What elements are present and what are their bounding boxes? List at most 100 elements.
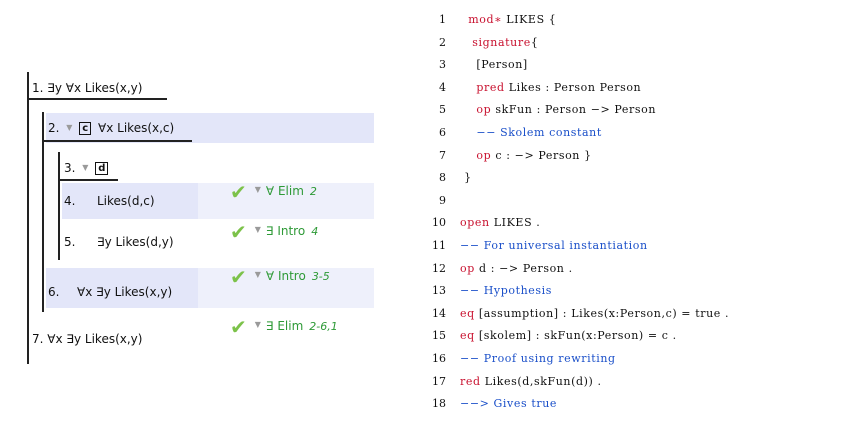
rule-name: ∃ Intro [265,224,306,238]
rule-dropdown-icon[interactable]: ▼ [254,320,261,329]
keyword: signature [460,35,531,49]
code-token: d : −> Person . [474,261,573,275]
keyword: eq [460,329,475,343]
code-token: } [460,171,472,185]
code-token: Likes : Person Person [504,80,642,94]
code-text: eq [assumption] : Likes(x:Person,c) = tr… [460,304,729,324]
line-number: 6. [48,285,60,299]
code-text: open LIKES . [460,213,540,233]
comment: −− Skolem constant [460,126,602,139]
rule-reference: 2-6,1 [309,320,338,333]
proof-formula-5[interactable]: ∃y Likes(d,y) [97,235,174,249]
rule-reference: 3-5 [311,270,330,283]
comment: −− For universal instantiation [460,239,648,252]
proof-line-4[interactable]: 4. [64,194,75,208]
rule-cell-4[interactable]: ✔ ▼ ∀ Elim 2 [230,182,317,202]
proof-line-5[interactable]: 5. [64,235,75,249]
rule-reference: 2 [309,185,317,198]
premise-bar-sub-3 [58,179,118,181]
keyword: op [460,261,475,275]
line-number: 5 [439,103,446,117]
line-number: 2. [48,121,60,135]
code-token: [skolem] : skFun(x:Person) = c . [474,329,677,343]
line-number: 4. [64,194,76,208]
boxed-constant: d [95,162,109,175]
line-number: 14 [432,306,446,320]
keyword: eq [460,306,475,320]
step-4-rule-highlight [198,183,374,219]
rule-cell-6[interactable]: ✔ ▼ ∀ Intro 3-5 [230,267,330,287]
check-icon: ✔ [230,180,247,204]
line-number: 7 [439,148,446,162]
code-token: [assumption] : Likes(x:Person,c) = true … [474,306,730,320]
formula: ∀x ∃y Likes(x,y) [47,332,143,346]
collapse-triangle-icon[interactable]: ▼ [66,123,73,132]
rule-name: ∃ Elim [265,319,304,333]
code-text: [Person] [460,55,528,75]
proof-formula-4[interactable]: Likes(d,c) [97,194,155,208]
proof-line-3[interactable]: 3. ▼ d [64,161,111,175]
code-text: eq [skolem] : skFun(x:Person) = c . [460,326,677,346]
line-number: 11 [432,239,446,252]
collapse-triangle-icon[interactable]: ▼ [82,163,89,172]
code-text: signature{ [460,33,538,53]
code-text: mod∗ LIKES { [460,10,556,30]
keyword: red [460,374,481,388]
code-token: skFun : Person −> Person [491,103,657,117]
keyword: op [460,148,492,162]
line-number: 7. [32,332,44,346]
code-text: op c : −> Person } [460,146,592,166]
rule-dropdown-icon[interactable]: ▼ [254,225,261,234]
comment: −−> Gives true [460,397,557,411]
step-6-highlight [46,268,198,308]
scope-line-main [27,72,29,364]
premise-bar-sub-2 [42,140,192,142]
line-number: 12 [432,261,446,275]
keyword: open [460,216,490,230]
line-number: 2 [439,35,446,49]
code-text: pred Likes : Person Person [460,78,641,98]
line-number: 4 [439,80,446,94]
proof-line-1[interactable]: 1. ∃y ∀x Likes(x,y) [32,81,142,95]
boxed-constant: c [79,122,92,135]
code-listing: 1 mod∗ LIKES {2 signature{3 [Person]4 pr… [420,0,859,432]
line-number: 3. [64,161,76,175]
proof-formula-6[interactable]: ∀x ∃y Likes(x,y) [77,285,173,299]
proof-line-2[interactable]: 2. ▼ c ∀x Likes(x,c) [48,121,174,135]
step-4-highlight [62,183,198,219]
line-number: 6 [439,126,446,139]
comment: −− Proof using rewriting [460,352,616,365]
line-number: 17 [432,374,446,388]
scope-line-sub-3 [58,152,60,260]
code-text: −− Hypothesis [460,281,552,301]
code-token: { [530,35,539,49]
code-text: } [460,168,472,188]
line-number: 16 [432,352,446,365]
code-text: red Likes(d,skFun(d)) . [460,372,602,392]
code-token: [Person] [460,58,528,72]
code-token: LIKES . [489,216,541,230]
code-text: op skFun : Person −> Person [460,100,656,120]
line-number: 5. [64,235,76,249]
check-icon: ✔ [230,265,247,289]
rule-reference: 4 [311,225,319,238]
rule-dropdown-icon[interactable]: ▼ [254,270,261,279]
line-number: 9 [439,193,446,207]
rule-name: ∀ Elim [265,184,304,198]
proof-line-6[interactable]: 6. [48,285,59,299]
code-token: Likes(d,skFun(d)) . [480,374,602,388]
rule-dropdown-icon[interactable]: ▼ [254,185,261,194]
formula: ∃y ∀x Likes(x,y) [47,81,143,95]
step-6-rule-highlight [198,268,374,308]
code-text: −−> Gives true [460,394,557,414]
code-token: c : −> Person } [491,148,592,162]
rule-name: ∀ Intro [265,269,306,283]
formula: ∀x Likes(x,c) [98,121,175,135]
line-number: 18 [432,397,446,411]
keyword: op [460,103,492,117]
line-number: 3 [439,58,446,72]
proof-line-7[interactable]: 7. ∀x ∃y Likes(x,y) [32,332,142,346]
code-text: op d : −> Person . [460,259,573,279]
